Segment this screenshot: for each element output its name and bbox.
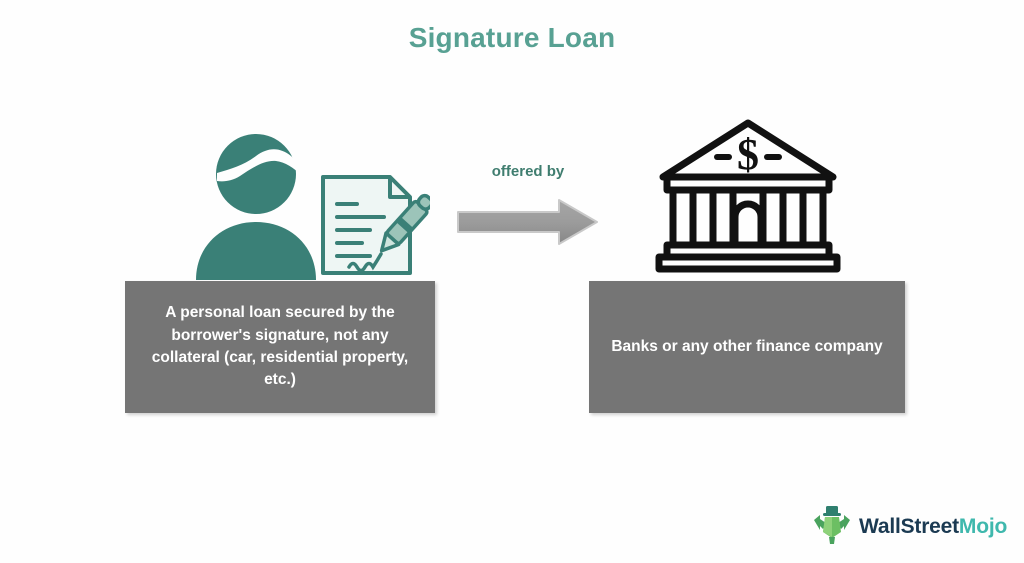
svg-text:$: $ [737, 130, 759, 179]
logo-wordmark: WallStreetMojo [859, 515, 1007, 539]
lender-description-text: Banks or any other finance company [611, 337, 883, 355]
borrower-description-box: A personal loan secured by the borrower'… [125, 281, 435, 413]
borrower-icon-group [190, 132, 440, 280]
logo-text-accent: Mojo [958, 515, 1008, 538]
person-icon [190, 132, 322, 285]
right-arrow-icon [455, 196, 601, 253]
logo-text-primary: WallStreet [859, 515, 959, 538]
wallstreetmojo-bull-icon [812, 504, 852, 551]
offered-by-label: offered by [491, 163, 565, 180]
lender-description-box: Banks or any other finance company [589, 281, 905, 413]
borrower-description-text: A personal loan secured by the borrower'… [151, 304, 409, 389]
signed-document-icon [318, 172, 434, 283]
wallstreetmojo-logo[interactable]: WallStreetMojo [812, 505, 1007, 549]
page-title: Signature Loan [408, 22, 616, 53]
bank-icon: $ [655, 115, 841, 280]
